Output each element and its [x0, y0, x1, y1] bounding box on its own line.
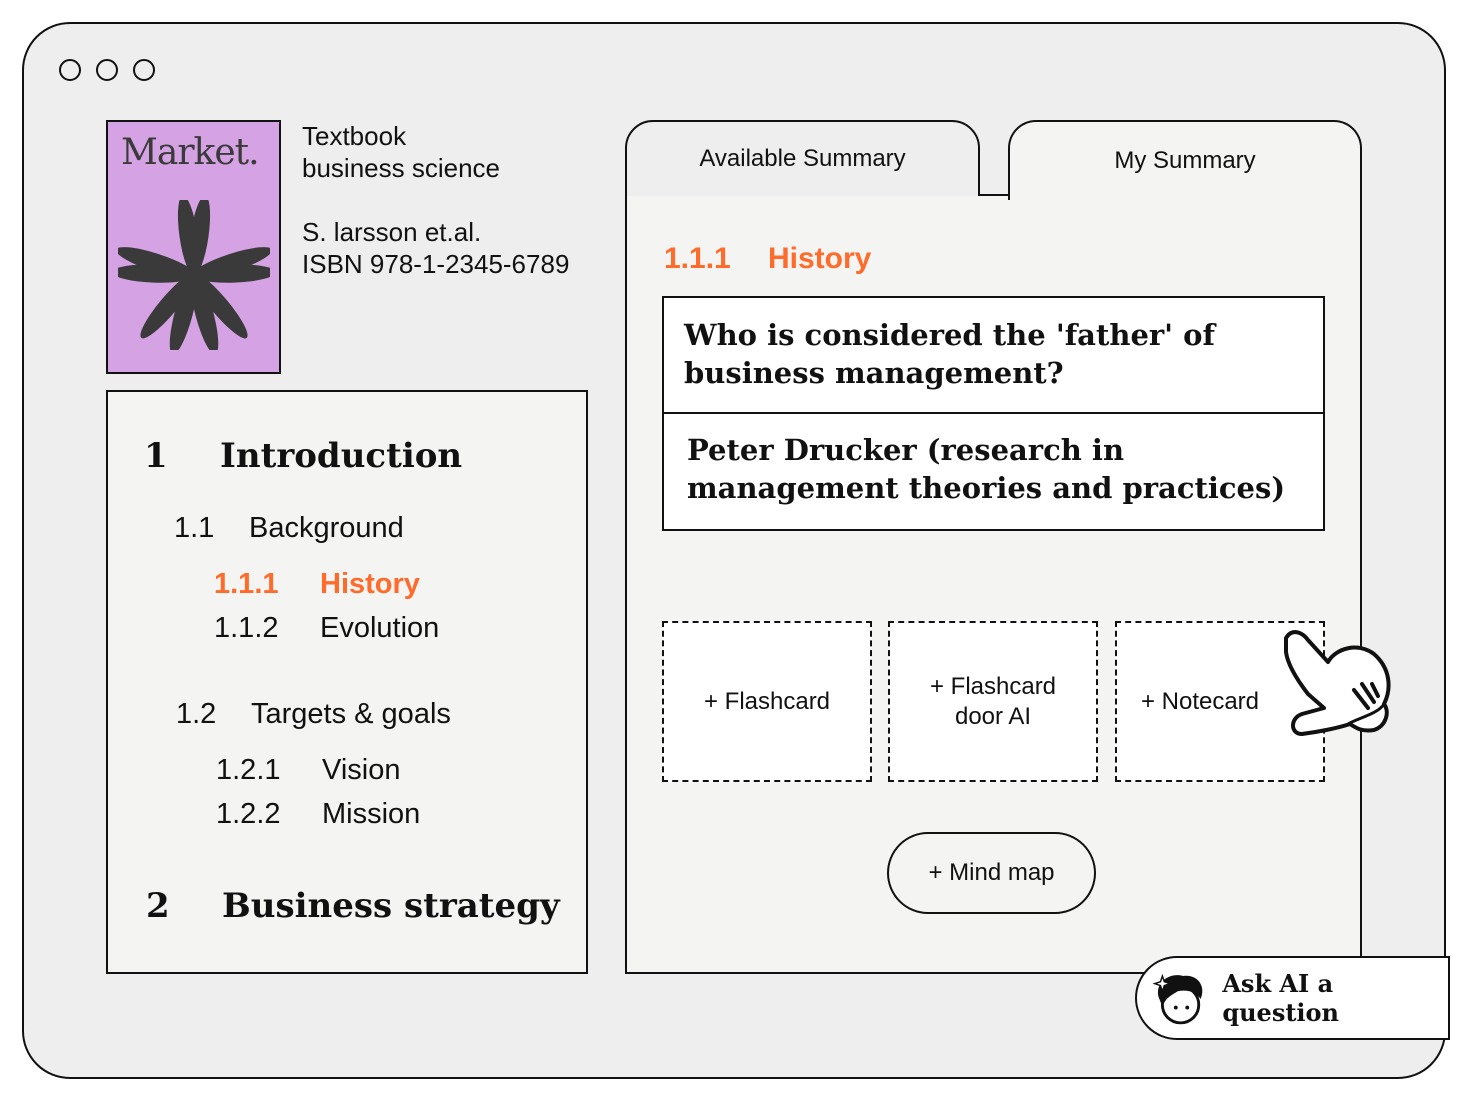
section-title: History	[768, 242, 872, 275]
toc-item-history[interactable]: History	[320, 568, 420, 600]
book-subject: business science	[302, 153, 500, 183]
toc-num: 1.1.2	[214, 612, 279, 644]
toc-item-business-strategy[interactable]: Business strategy	[222, 886, 560, 926]
toc-num: 1.2.1	[216, 754, 281, 786]
toc-num: 1.2.2	[216, 798, 281, 830]
toc-item-background[interactable]: Background	[249, 512, 404, 544]
toc-num: 1.2	[176, 698, 217, 730]
book-cover: Market.	[106, 120, 281, 374]
tab-my-summary[interactable]: My Summary	[1008, 120, 1362, 200]
question-text: Who is considered the 'father' of busine…	[684, 318, 1215, 390]
toc-item-vision[interactable]: Vision	[322, 754, 401, 786]
add-mind-map-button[interactable]: + Mind map	[887, 832, 1096, 914]
ai-avatar-icon	[1152, 973, 1203, 1025]
ask-ai-button[interactable]: Ask AI a question	[1135, 956, 1450, 1040]
flashcard-answer[interactable]: Peter Drucker (research in management th…	[662, 412, 1325, 531]
pointing-hand-cursor-icon	[1284, 630, 1391, 736]
book-author: S. larsson et.al.	[302, 217, 482, 247]
toc-num: 2	[146, 886, 170, 926]
section-number: 1.1.1	[664, 242, 731, 275]
button-label: + Notecard	[1140, 687, 1260, 715]
button-label: + Flashcard door AI	[929, 672, 1057, 730]
add-ai-flashcard-button[interactable]: + Flashcard door AI	[888, 621, 1098, 782]
window-minimize-button[interactable]	[96, 59, 118, 81]
table-of-contents: 1 Introduction 1.1 Background 1.1.1 Hist…	[106, 390, 588, 974]
book-metadata: Textbook business science S. larsson et.…	[302, 120, 569, 280]
book-isbn: ISBN 978-1-2345-6789	[302, 249, 570, 279]
toc-num: 1.1	[174, 512, 215, 544]
cover-title: Market.	[121, 132, 260, 173]
tab-available-summary[interactable]: Available Summary	[625, 120, 980, 198]
ask-ai-label: Ask AI a question	[1222, 969, 1339, 1027]
tab-label: Available Summary	[699, 145, 906, 172]
flashcard-question[interactable]: Who is considered the 'father' of busine…	[662, 296, 1325, 414]
window-maximize-button[interactable]	[133, 59, 155, 81]
answer-text: Peter Drucker (research in management th…	[687, 433, 1286, 505]
button-label: + Flashcard	[703, 687, 831, 715]
tab-divider	[978, 194, 1010, 196]
flower-icon	[118, 200, 270, 350]
toc-item-evolution[interactable]: Evolution	[320, 612, 440, 644]
button-label: + Mind map	[928, 859, 1055, 886]
toc-item-targets-goals[interactable]: Targets & goals	[251, 698, 451, 730]
toc-item-introduction[interactable]: Introduction	[220, 436, 463, 476]
window-close-button[interactable]	[59, 59, 81, 81]
toc-num: 1.1.1	[214, 568, 279, 600]
toc-item-mission[interactable]: Mission	[322, 798, 421, 830]
add-flashcard-button[interactable]: + Flashcard	[662, 621, 872, 782]
toc-num: 1	[144, 436, 168, 476]
book-type: Textbook	[302, 121, 407, 151]
tab-label: My Summary	[1114, 147, 1256, 174]
